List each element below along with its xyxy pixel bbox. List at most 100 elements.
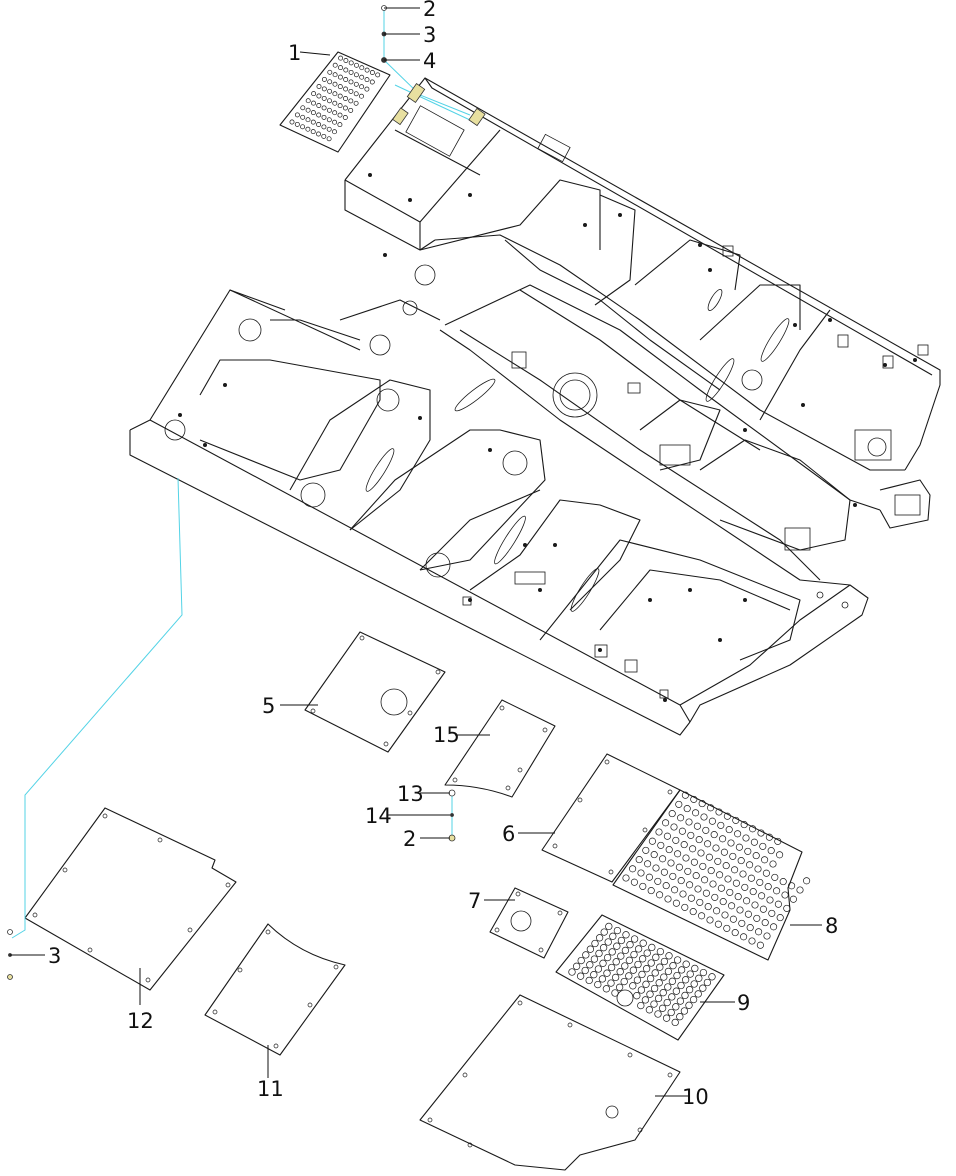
fasteners — [7, 5, 486, 980]
perforation-hole — [721, 911, 729, 919]
perforation-hole — [689, 908, 697, 916]
perforation-hole — [658, 1004, 667, 1012]
perforation-hole — [326, 107, 332, 113]
perforation-hole — [770, 923, 778, 931]
perforation-hole — [348, 88, 354, 94]
perforation-hole — [707, 804, 715, 812]
callout-4: 4 — [423, 49, 436, 73]
perforation-hole — [647, 887, 655, 895]
callout-1: 1 — [288, 41, 301, 65]
perforation-hole — [621, 962, 629, 970]
perforation-hole — [595, 949, 603, 958]
perforation-hole — [681, 791, 689, 799]
perforation-hole — [630, 878, 638, 886]
perforation-hole — [343, 86, 349, 92]
perforation-hole — [729, 852, 737, 860]
perforation-hole — [714, 857, 722, 865]
callout-8: 8 — [825, 914, 838, 938]
plate-12 — [24, 807, 237, 991]
perforation-hole — [685, 818, 693, 826]
perforation-hole — [332, 81, 338, 87]
perforation-hole — [767, 847, 775, 855]
perforation-hole — [353, 72, 359, 78]
perforation-hole — [683, 805, 691, 813]
perforation-hole — [738, 919, 746, 927]
perforation-hole — [731, 866, 739, 874]
perforation-hole — [321, 86, 327, 92]
perforation-hole — [667, 859, 675, 867]
perforation-hole — [337, 84, 343, 90]
callout-13: 13 — [397, 782, 424, 806]
plate-7 — [489, 887, 569, 959]
perforation-hole — [348, 79, 354, 85]
perforation-hole — [646, 974, 655, 983]
perforation-hole — [660, 868, 668, 876]
perforation-hole — [591, 939, 599, 948]
perforation-hole — [749, 825, 757, 833]
perforation-hole — [300, 105, 306, 111]
perforation-hole — [354, 62, 359, 68]
perforation-hole — [703, 978, 712, 987]
perforation-hole — [699, 984, 707, 992]
perforation-hole — [723, 924, 731, 932]
perforation-hole — [343, 77, 349, 82]
perforation-hole — [766, 896, 774, 904]
perforation-hole — [603, 969, 611, 977]
perforation-hole — [762, 869, 770, 877]
perforation-hole — [364, 77, 370, 83]
perforation-hole — [717, 821, 725, 829]
perforation-hole — [694, 885, 702, 893]
perforation-hole — [729, 915, 737, 923]
perforation-hole — [680, 1007, 689, 1015]
perforation-hole — [642, 846, 650, 854]
perforation-hole — [671, 1018, 679, 1027]
perforation-hole — [359, 74, 365, 80]
perforation-hole — [600, 928, 608, 936]
perforation-hole — [734, 893, 742, 901]
perforation-hole — [771, 873, 779, 881]
perforation-hole — [332, 62, 338, 68]
perforation-hole — [375, 72, 381, 78]
perforation-hole — [652, 864, 660, 872]
callout-3-top: 3 — [423, 23, 436, 47]
callout-2-top: 2 — [423, 0, 436, 21]
perforation-hole — [768, 909, 776, 917]
perforation-hole — [321, 76, 327, 82]
perforation-hole — [353, 100, 359, 106]
perforation-hole — [673, 956, 682, 964]
perforation-hole — [348, 60, 354, 66]
perforation-hole — [609, 932, 617, 940]
perforation-hole — [685, 1001, 693, 1009]
perforation-hole — [705, 853, 713, 861]
perforation-hole — [695, 836, 703, 844]
perforation-hole — [732, 879, 740, 887]
perforation-hole — [651, 969, 659, 977]
perforation-hole — [654, 1010, 662, 1018]
perforation-hole — [630, 935, 639, 943]
perforation-hole — [773, 887, 781, 895]
perforation-hole — [716, 871, 724, 879]
perforation-hole — [648, 837, 656, 845]
perforation-hole — [652, 953, 660, 961]
perforation-hole — [670, 823, 678, 831]
perforation-hole — [680, 841, 688, 849]
perforation-hole — [327, 69, 333, 75]
perforation-hole — [779, 878, 787, 886]
perforation-hole — [694, 990, 702, 998]
perforation-hole — [638, 955, 647, 963]
perforation-hole — [723, 812, 731, 820]
perforation-hole — [759, 905, 767, 913]
perforation-hole — [613, 926, 622, 935]
perforation-hole — [656, 963, 664, 971]
perforation-hole — [687, 894, 695, 902]
perforation-hole — [595, 934, 604, 942]
perforation-hole — [669, 962, 677, 970]
perforation-hole — [348, 69, 354, 75]
perforation-hole — [659, 989, 667, 997]
perforation-hole — [364, 86, 370, 92]
perforation-hole — [676, 1013, 684, 1021]
perforation-hole — [633, 992, 641, 1000]
perforation-hole — [682, 960, 690, 968]
callout-labels: 2 3 4 1 5 15 13 14 2 6 7 8 9 10 3 12 11 — [48, 0, 838, 1109]
